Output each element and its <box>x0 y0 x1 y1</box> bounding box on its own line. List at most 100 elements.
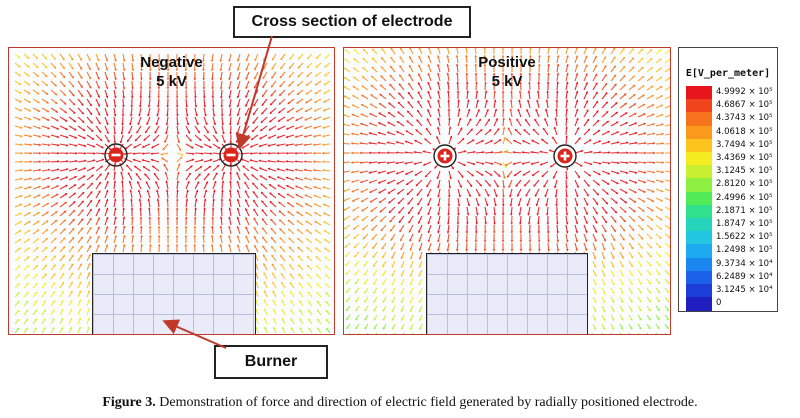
field-vector-head <box>359 170 363 174</box>
field-vector-head <box>585 203 589 206</box>
field-vector-head <box>536 90 540 93</box>
field-vector-head <box>219 59 223 62</box>
field-vector-head <box>105 216 109 220</box>
field-vector-head <box>156 114 160 117</box>
field-vector-head <box>18 247 21 251</box>
field-vector-head <box>372 237 375 240</box>
field-vector-head <box>408 211 411 214</box>
field-vector-head <box>199 166 203 169</box>
field-vector <box>664 188 670 192</box>
field-vector-head <box>236 235 240 238</box>
field-vector-head <box>87 263 91 266</box>
field-vector-head <box>97 77 100 80</box>
field-vector-head <box>397 101 401 105</box>
minus-sign-icon <box>226 153 236 157</box>
field-vector-head <box>360 122 363 126</box>
field-vector-head <box>137 122 141 125</box>
field-vector-head <box>556 48 560 49</box>
field-vector-head <box>501 213 505 216</box>
field-vector-head <box>594 239 597 242</box>
field-vector-head <box>603 229 607 233</box>
field-vector-head <box>528 63 532 66</box>
field-vector-head <box>608 151 611 154</box>
field-vector-head <box>541 174 545 177</box>
field-vector-head <box>535 203 539 207</box>
field-vector-head <box>90 182 93 186</box>
field-vector-head <box>184 225 188 228</box>
field-vector-head <box>272 317 276 321</box>
field-vector-head <box>55 118 59 122</box>
field-vector-head <box>502 176 506 179</box>
field-vector-head <box>20 126 23 129</box>
field-vector-head <box>89 94 92 98</box>
field-vector-head <box>649 245 652 249</box>
field-vector-head <box>501 55 505 58</box>
field-vector-head <box>298 282 302 285</box>
field-vector-head <box>599 150 602 154</box>
field-vector-head <box>490 140 493 143</box>
field-vector-head <box>229 141 233 144</box>
field-vector-head <box>370 94 373 97</box>
legend-entry: 1.5622 × 10⁵ <box>686 231 776 245</box>
field-vector-head <box>38 126 41 130</box>
field-vector-head <box>407 110 410 114</box>
field-vector-head <box>44 246 48 250</box>
field-vector <box>456 48 459 55</box>
field-vector-head <box>386 151 389 155</box>
field-vector-head <box>631 246 634 250</box>
field-vector-head <box>667 245 670 248</box>
field-vector-head <box>139 96 143 99</box>
field-vector-head <box>386 171 390 175</box>
field-vector-head <box>105 198 109 202</box>
field-vector-head <box>661 123 664 126</box>
field-vector <box>556 48 559 55</box>
field-vector-head <box>538 55 541 58</box>
field-vector-head <box>633 103 636 106</box>
field-vector-head <box>406 192 410 195</box>
field-vector-head <box>597 183 600 186</box>
field-vector-head <box>57 151 60 155</box>
field-vector-head <box>185 207 188 210</box>
field-vector-head <box>456 81 460 84</box>
field-vector-head <box>344 67 347 71</box>
field-vector-head <box>43 282 47 286</box>
field-vector-head <box>119 140 123 144</box>
field-vector-head <box>35 273 38 277</box>
field-vector-head <box>139 225 143 228</box>
field-vector-head <box>46 101 49 104</box>
field-vector-head <box>114 59 117 62</box>
field-vector-head <box>34 291 38 295</box>
field-vector-head <box>617 151 620 155</box>
legend-swatch <box>686 165 712 179</box>
field-vector-head <box>315 83 318 86</box>
field-vector-head <box>605 201 608 205</box>
field-vector-head <box>378 122 381 125</box>
field-vector-head <box>210 244 214 247</box>
field-vector-head <box>260 128 263 132</box>
field-vector-head <box>62 264 65 267</box>
field-vector-head <box>286 127 289 130</box>
field-vector-head <box>644 141 647 145</box>
field-vector-head <box>48 143 51 147</box>
field-vector-head <box>193 87 197 90</box>
field-vector-head <box>397 201 401 204</box>
field-vector-head <box>660 189 664 193</box>
field-vector-head <box>602 247 606 251</box>
field-vector-head <box>80 218 84 221</box>
field-vector-head <box>66 159 69 163</box>
field-vector <box>664 215 670 220</box>
legend-label: 2.4996 × 10⁵ <box>716 192 773 203</box>
legend-entry: 4.0618 × 10⁵ <box>686 125 776 140</box>
field-vector-head <box>52 300 55 303</box>
field-vector-head <box>129 122 132 126</box>
legend-entry: 4.9992 × 10⁵ <box>686 86 776 100</box>
field-vector-head <box>623 93 627 96</box>
field-vector-head <box>36 247 39 250</box>
figure-label: Figure 3. <box>102 395 156 410</box>
field-vector-head <box>541 138 544 142</box>
field-vector-head <box>459 185 462 188</box>
field-vector-head <box>446 222 450 225</box>
field-vector-head <box>632 84 636 88</box>
field-vector-head <box>19 108 22 112</box>
